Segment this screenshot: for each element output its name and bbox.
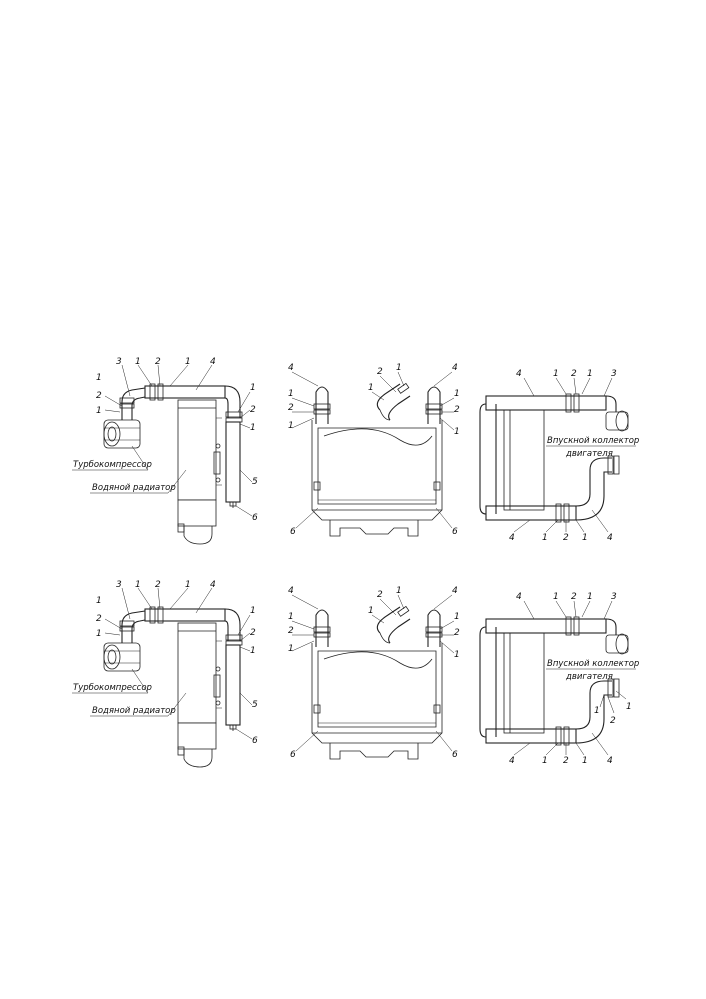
callouts-side-upper: 3 1 2 1 4 1 2 1 1 2 1 5 6 Турбокомпрессо…	[72, 357, 258, 523]
label-turbocompressor: Турбокомпрессор	[73, 460, 152, 470]
callout-1: 1	[96, 596, 102, 606]
callout-4: 4	[509, 756, 515, 766]
callout-1: 1	[250, 383, 256, 393]
callout-2: 2	[155, 580, 161, 590]
callout-1: 1	[454, 389, 460, 399]
callout-2: 2	[288, 403, 294, 413]
callout-2: 2	[571, 369, 577, 379]
callout-1: 1	[135, 357, 141, 367]
callout-1: 1	[582, 533, 588, 543]
callout-4: 4	[210, 357, 216, 367]
callout-6: 6	[452, 527, 458, 537]
label-water-radiator: Водяной радиатор	[92, 706, 176, 716]
callout-1: 1	[396, 586, 402, 596]
callout-1: 1	[542, 756, 548, 766]
callout-4: 4	[516, 592, 522, 602]
front-view-lower	[311, 605, 443, 760]
callout-1: 1	[454, 650, 460, 660]
callout-2: 2	[563, 756, 569, 766]
callout-1: 1	[250, 423, 256, 433]
callout-1: 1	[96, 629, 102, 639]
callout-2: 2	[250, 405, 256, 415]
lower-row: 3 1 2 1 4 1 2 1 1 2 1 5 6 Турбокомпрессо…	[72, 580, 639, 768]
callout-4: 4	[288, 363, 294, 373]
callout-2: 2	[288, 626, 294, 636]
callouts-top-lower: 4 1 2 1 3 4 1 2 1 4 1 2 1 Впускной колле…	[509, 592, 639, 766]
callout-2: 2	[377, 590, 383, 600]
callout-1: 1	[594, 706, 600, 716]
label-turbocompressor: Турбокомпрессор	[73, 683, 152, 693]
callouts-top-upper: 4 1 2 1 3 4 1 2 1 4 Впускной коллектор д…	[509, 369, 639, 543]
callout-2: 2	[155, 357, 161, 367]
callout-1: 1	[288, 389, 294, 399]
callout-1: 1	[135, 580, 141, 590]
callout-2: 2	[96, 614, 102, 624]
callout-1: 1	[542, 533, 548, 543]
callout-3: 3	[116, 580, 122, 590]
callout-1: 1	[96, 373, 102, 383]
callout-6: 6	[290, 527, 296, 537]
callout-2: 2	[563, 533, 569, 543]
callout-2: 2	[454, 628, 460, 638]
callout-2: 2	[377, 367, 383, 377]
callout-4: 4	[607, 533, 613, 543]
callout-1: 1	[587, 369, 593, 379]
callouts-side-lower: 3 1 2 1 4 1 2 1 1 2 1 5 6 Турбокомпрессо…	[72, 580, 258, 746]
callout-3: 3	[116, 357, 122, 367]
callout-1: 1	[368, 383, 374, 393]
callout-1: 1	[587, 592, 593, 602]
callout-3: 3	[611, 369, 617, 379]
callout-1: 1	[288, 612, 294, 622]
label-intake-manifold: Впускной коллектор	[547, 659, 639, 669]
callout-4: 4	[509, 533, 515, 543]
callout-6: 6	[252, 736, 258, 746]
callout-4: 4	[452, 363, 458, 373]
label-water-radiator: Водяной радиатор	[92, 483, 176, 493]
callout-1: 1	[626, 702, 632, 712]
callout-1: 1	[454, 427, 460, 437]
callout-1: 1	[185, 357, 191, 367]
callout-6: 6	[452, 750, 458, 760]
callout-1: 1	[368, 606, 374, 616]
callout-1: 1	[288, 644, 294, 654]
callouts-front-upper: 4 1 2 1 6 2 1 1 4 1 2 1 6	[288, 363, 460, 537]
callout-2: 2	[250, 628, 256, 638]
callout-4: 4	[288, 586, 294, 596]
callout-6: 6	[252, 513, 258, 523]
callout-1: 1	[553, 592, 559, 602]
callout-4: 4	[452, 586, 458, 596]
callout-5: 5	[252, 700, 258, 710]
callout-2: 2	[571, 592, 577, 602]
callout-6: 6	[290, 750, 296, 760]
callout-1: 1	[96, 406, 102, 416]
upper-row: 3 1 2 1 4 1 2 1 1 2 1 5 6 Турбокомпрессо…	[72, 357, 639, 545]
callout-2: 2	[96, 391, 102, 401]
callout-1: 1	[396, 363, 402, 373]
callout-4: 4	[607, 756, 613, 766]
callout-1: 1	[288, 421, 294, 431]
callout-1: 1	[250, 646, 256, 656]
callout-1: 1	[582, 756, 588, 766]
callout-4: 4	[516, 369, 522, 379]
callout-1: 1	[553, 369, 559, 379]
callout-2: 2	[454, 405, 460, 415]
callouts-front-lower: 4 1 2 1 6 2 1 1 4 1 2 1 6	[288, 586, 460, 760]
callout-1: 1	[454, 612, 460, 622]
front-view-upper	[311, 382, 443, 537]
callout-3: 3	[611, 592, 617, 602]
label-engine: двигателя	[565, 449, 613, 459]
label-intake-manifold: Впускной коллектор	[547, 436, 639, 446]
callout-4: 4	[210, 580, 216, 590]
label-engine: двигателя	[565, 672, 613, 682]
callout-5: 5	[252, 477, 258, 487]
callout-1: 1	[250, 606, 256, 616]
callout-2: 2	[610, 716, 616, 726]
callout-1: 1	[185, 580, 191, 590]
